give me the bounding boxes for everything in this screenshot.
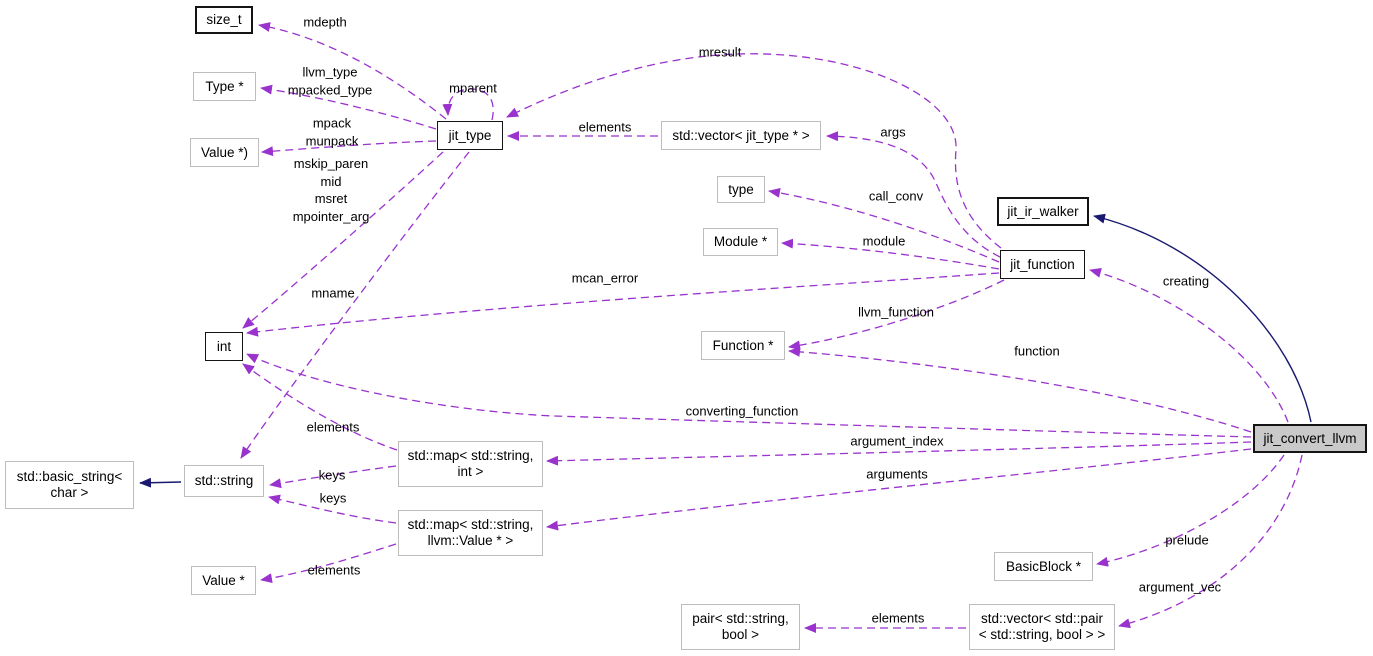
edge-argument-vec [1118, 454, 1303, 629]
node-int[interactable]: int [205, 332, 243, 361]
edge-function [788, 346, 1252, 433]
edge-keys-map-int [269, 465, 397, 489]
edge-label-creating: creating [1162, 273, 1210, 289]
edge-label-function: function [1014, 343, 1060, 359]
edge-mparent-self-loop [442, 88, 494, 121]
edge-creating [1089, 268, 1289, 423]
node-jit-convert-llvm: jit_convert_llvm [1253, 424, 1367, 453]
edge-label-mcan-error: mcan_error [571, 270, 639, 286]
node-value-ptr-fn: Value *) [190, 138, 259, 167]
edge-label-keys-map-value: keys [319, 490, 347, 506]
edge-keys-map-value [268, 494, 397, 524]
edge-label-mresult: mresult [698, 44, 742, 60]
edge-label-argument-index: argument_index [850, 433, 944, 449]
edge-mskip-mid-msret-mpointer [242, 151, 444, 329]
node-jit-function[interactable]: jit_function [1000, 250, 1085, 279]
node-jit-type[interactable]: jit_type [437, 121, 503, 150]
edge-module [781, 238, 1000, 270]
edge-elements-map-int [242, 363, 398, 451]
edge-label-args: args [880, 124, 906, 140]
edge-mdepth [258, 22, 447, 120]
edge-label-arguments: arguments [866, 466, 928, 482]
edge-mcan-error [246, 272, 1000, 337]
edge-inherit-basic-string [139, 477, 182, 488]
node-vector-jit-type: std::vector< jit_type * > [661, 121, 821, 150]
edge-elements-map-value [260, 543, 397, 584]
node-vector-pair: std::vector< std::pair < std::string, bo… [969, 604, 1115, 650]
edge-label-mname: mname [311, 285, 355, 301]
edge-label-llvm-function: llvm_function [858, 304, 934, 320]
edge-label-module: module [862, 233, 906, 249]
node-std-string: std::string [184, 465, 264, 497]
edge-argument-index [546, 441, 1252, 466]
node-basic-string: std::basic_string< char > [5, 461, 134, 509]
edge-label-elements-vec: elements [578, 119, 632, 135]
edge-label-mskip-group: mskip_paren mid msret mpointer_arg [292, 156, 370, 224]
node-value-ptr: Value * [191, 566, 256, 595]
edge-label-elements-pair: elements [871, 610, 925, 626]
edge-label-call-conv: call_conv [868, 188, 924, 204]
node-pair-string-bool: pair< std::string, bool > [681, 604, 800, 650]
edge-inherit-jit-ir-walker [1093, 213, 1312, 423]
edge-call-conv [768, 187, 1000, 263]
edge-label-llvm-type-mpacked: llvm_type mpacked_type [287, 64, 373, 98]
edge-label-argument-vec: argument_vec [1138, 579, 1222, 595]
node-size-t[interactable]: size_t [195, 6, 253, 34]
node-basic-block: BasicBlock * [994, 552, 1093, 581]
node-type: type [717, 176, 765, 203]
node-function-ptr: Function * [701, 331, 785, 360]
node-type-ptr: Type * [193, 72, 256, 101]
edge-label-mpack-munpack: mpack munpack [305, 115, 359, 149]
node-module-ptr: Module * [703, 228, 778, 256]
edge-arguments [546, 448, 1252, 531]
edge-converting-function [246, 353, 1252, 438]
edge-label-elements-map-int: elements [306, 419, 360, 435]
edge-prelude [1096, 454, 1285, 567]
node-map-string-int: std::map< std::string, int > [398, 441, 543, 487]
edge-label-prelude: prelude [1165, 532, 1209, 548]
node-map-string-value: std::map< std::string, llvm::Value * > [398, 510, 543, 556]
edge-label-mdepth: mdepth [303, 14, 347, 30]
edge-label-keys-map-int: keys [318, 467, 346, 483]
edge-label-mparent: mparent [449, 80, 497, 96]
edge-mresult [506, 53, 1002, 249]
edge-label-converting-function: converting_function [685, 403, 799, 419]
edge-llvm-function [788, 279, 1005, 351]
edge-llvm-type-mpacked-type [260, 84, 437, 130]
edge-label-elements-map-value: elements [307, 562, 361, 578]
node-jit-ir-walker[interactable]: jit_ir_walker [997, 197, 1089, 226]
